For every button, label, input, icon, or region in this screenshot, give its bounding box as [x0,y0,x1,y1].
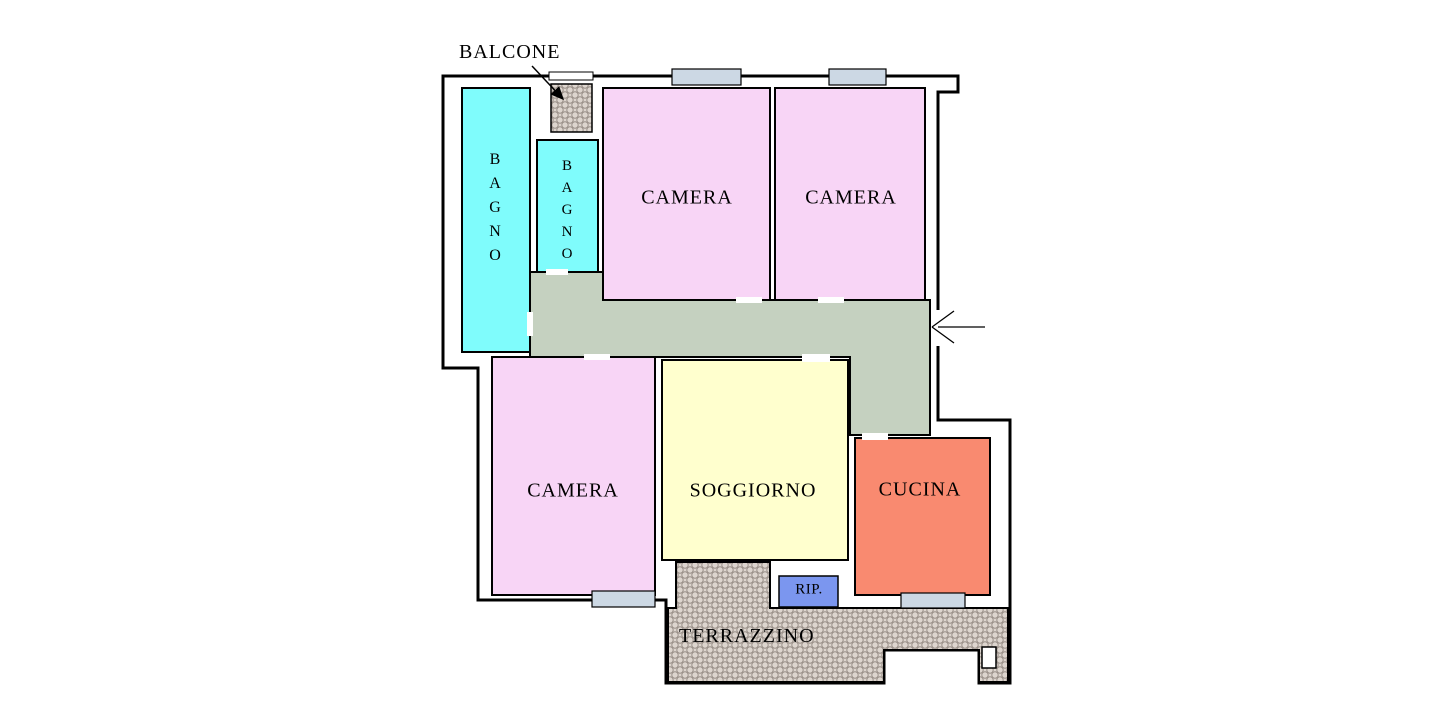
window-cucina-icon [900,592,966,609]
camera-2-room [774,87,926,301]
entry-door-icon [931,310,985,344]
door-gap-soggiorno [802,354,830,362]
bagno-2-label: B A G N O [561,158,573,262]
balcone-label: BALCONE [459,41,561,63]
door-gap-cucina [862,433,888,440]
camera-1-label: CAMERA [641,186,733,209]
bagno-2-room [536,139,599,273]
terrazzino-label: TERRAZZINO [679,625,815,647]
soggiorno-room [661,359,849,561]
ripostiglio-room [778,575,839,608]
window-camera-1-icon [671,68,742,86]
terrazzino-area [667,561,1009,683]
camera-3-label: CAMERA [527,479,619,502]
door-gap-camera-3 [584,354,610,360]
door-gap-camera-2 [818,297,844,303]
cucina-room [854,437,991,596]
cucina-label: CUCINA [878,478,962,501]
ripostiglio-label: RIP. [795,581,823,598]
bagno-1-label: B A G N O [489,151,501,264]
camera-1-room [602,87,771,301]
balcone-area [550,83,593,133]
door-gap-bagno-2 [546,269,568,275]
camera-3-room [491,356,656,596]
door-gap-bagno-1 [527,312,533,336]
window-camera-2-icon [828,68,887,86]
balcone-arrow-icon [531,65,565,101]
balcone-railing-icon [548,71,594,81]
shaft-box [981,646,997,669]
camera-2-label: CAMERA [805,186,897,209]
window-camera-3-icon [591,590,656,608]
door-gap-camera-1 [736,297,762,303]
entry-door-gap [933,310,943,346]
bagno-1-room [461,87,531,353]
soggiorno-label: SOGGIORNO [689,479,817,502]
